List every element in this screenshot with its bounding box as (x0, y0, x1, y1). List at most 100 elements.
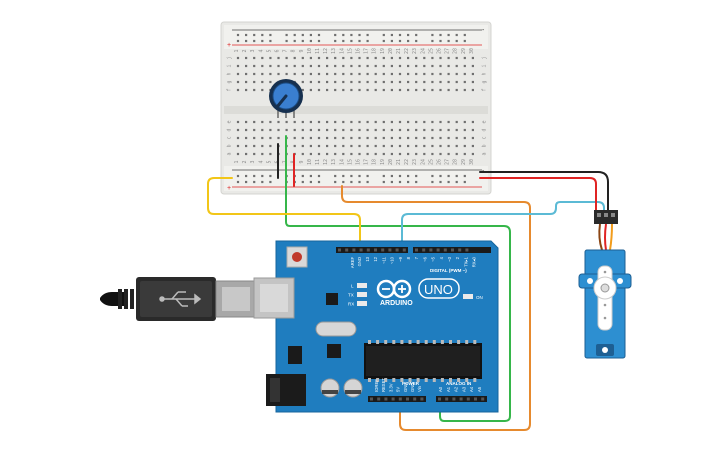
column-number-bottom-24: 24 (420, 159, 426, 165)
column-number-top-11: 11 (315, 48, 321, 54)
pin-label-digital-8: ~5 (431, 256, 436, 261)
column-number-top-6: 6 (275, 49, 281, 52)
column-number-top-7: 7 (283, 49, 289, 52)
column-number-bottom-16: 16 (356, 159, 362, 165)
pin-label-analog-2: A2 (454, 386, 459, 392)
row-letter-d-left: d (227, 128, 233, 131)
column-number-bottom-27: 27 (445, 159, 451, 165)
pin-label-digital-11: 2 (455, 256, 460, 259)
servo-motor-icon[interactable] (578, 210, 632, 359)
column-number-top-3: 3 (250, 49, 256, 52)
pin-label-power-0: IOREF (374, 379, 379, 392)
rail-minus-label-top: - (482, 27, 485, 34)
column-number-bottom-19: 19 (380, 159, 386, 165)
pin-label-analog-5: A5 (477, 386, 482, 392)
pin-label-analog-1: A1 (446, 386, 451, 392)
pin-label-digital-9: 4 (439, 256, 444, 259)
pin-label-power-5: GND (410, 383, 415, 392)
column-number-bottom-20: 20 (388, 159, 394, 165)
wire-yellow-power (207, 177, 361, 248)
column-number-top-24: 24 (420, 48, 426, 54)
pin-label-top-left-1: GND (357, 257, 362, 266)
power-header[interactable] (368, 396, 426, 402)
led-label-tx: TX (348, 293, 354, 298)
wire-green-signal (285, 135, 511, 422)
column-number-bottom-2: 2 (242, 160, 248, 163)
column-number-bottom-26: 26 (437, 159, 443, 165)
potentiometer-icon[interactable] (269, 79, 303, 118)
row-letter-f-left: f (227, 88, 233, 91)
column-number-top-23: 23 (412, 48, 418, 54)
brand-label: ARDUINO (380, 300, 413, 307)
row-letter-h-right: h (482, 72, 488, 75)
row-letter-i-left: i (227, 64, 233, 67)
column-number-top-12: 12 (323, 48, 329, 54)
led-label-l: L (351, 284, 354, 289)
column-number-bottom-3: 3 (250, 160, 256, 163)
led-label-rx: RX (348, 302, 354, 307)
column-number-bottom-1: 1 (234, 160, 240, 163)
pin-label-digital-7: ~6 (422, 256, 427, 261)
wire-orange-ground (341, 185, 531, 431)
crystal (315, 321, 357, 337)
column-number-bottom-23: 23 (412, 159, 418, 165)
arduino-logo-icon (376, 279, 412, 299)
microcontroller-chip (364, 340, 482, 382)
digital-header-label: DIGITAL (PWM ~) (430, 268, 467, 273)
pin-label-analog-4: A4 (469, 386, 474, 392)
column-number-bottom-25: 25 (428, 159, 434, 165)
column-number-bottom-11: 11 (315, 159, 321, 165)
pin-label-digital-13: RX◂0 (472, 256, 477, 267)
pin-label-digital-10: ~3 (447, 256, 452, 261)
column-number-bottom-17: 17 (364, 159, 370, 165)
arduino-uno-board[interactable]: L TX RX ON ARDUINO UNO DIGITAL (PWM ~) P… (253, 240, 499, 413)
row-letter-g-left: g (227, 80, 233, 83)
row-letter-i-right: i (482, 64, 488, 67)
capacitor-2 (343, 378, 363, 398)
pin-label-digital-12: TX▸1 (463, 256, 468, 266)
pin-label-digital-3: ~10 (390, 256, 395, 264)
column-number-top-29: 29 (461, 48, 467, 54)
column-number-bottom-29: 29 (461, 159, 467, 165)
rail-plus-label-bottom: + (227, 185, 231, 192)
pin-label-analog-0: A0 (438, 386, 443, 392)
row-letter-f-right: f (482, 88, 488, 91)
usb-symbol-icon (159, 291, 202, 307)
column-number-bottom-22: 22 (404, 159, 410, 165)
column-number-top-22: 22 (404, 48, 410, 54)
row-letter-j-left: j (227, 56, 233, 59)
row-letter-a-right: a (482, 152, 488, 155)
wires[interactable] (207, 135, 609, 431)
usb-cable-icon (100, 277, 257, 321)
column-number-top-18: 18 (372, 48, 378, 54)
wire-red-servo (479, 177, 597, 213)
column-number-bottom-13: 13 (331, 159, 337, 165)
pin-label-digital-0: 13 (365, 256, 370, 261)
column-number-top-10: 10 (307, 48, 313, 54)
column-number-top-26: 26 (437, 48, 443, 54)
column-number-top-13: 13 (331, 48, 337, 54)
on-label: ON (476, 295, 483, 300)
column-number-bottom-30: 30 (469, 159, 475, 165)
digital-header-left[interactable] (336, 247, 408, 253)
pin-label-power-4: GND (403, 383, 408, 392)
pin-label-power-3: 5V (396, 387, 401, 392)
pin-label-power-1: RESET (381, 378, 386, 392)
model-label: UNO (424, 282, 453, 297)
pin-label-digital-6: 7 (414, 256, 419, 259)
column-number-bottom-5: 5 (266, 160, 272, 163)
analog-header-label: ANALOG IN (446, 381, 471, 386)
column-number-bottom-28: 28 (453, 159, 459, 165)
row-letter-d-right: d (482, 128, 488, 131)
status-leds: L TX RX ON (348, 283, 483, 307)
column-number-top-4: 4 (258, 49, 264, 52)
row-letter-e-right: e (482, 120, 488, 123)
row-letter-c-left: c (227, 136, 233, 139)
column-number-top-14: 14 (339, 48, 345, 54)
power-header-label: POWER (402, 381, 420, 386)
